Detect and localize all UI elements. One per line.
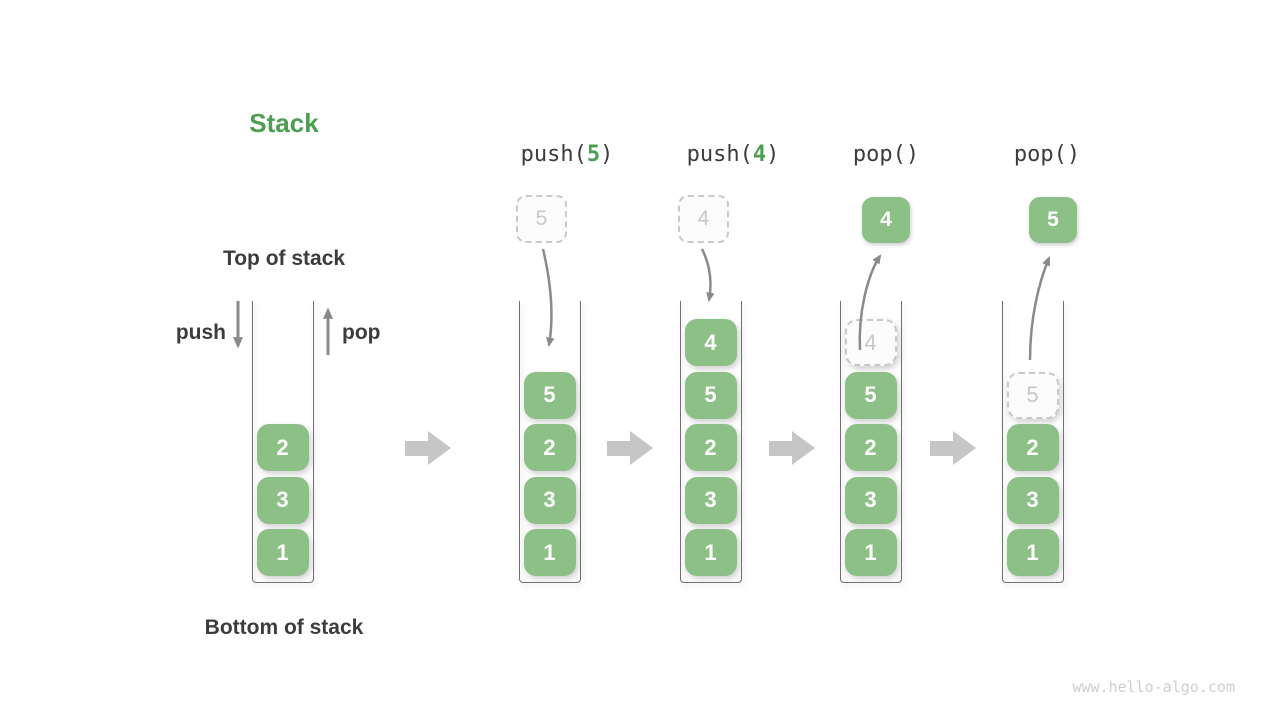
transition-right-arrow-icon <box>769 431 815 465</box>
stack-container-initial: 2 3 1 <box>252 301 314 583</box>
stack-element: 2 <box>523 424 576 471</box>
stack-element: 5 <box>523 371 576 419</box>
stack-element: 1 <box>1006 529 1059 576</box>
op-label-text: ) <box>766 142 780 167</box>
pop-label: pop <box>342 321 381 344</box>
op-label-text: pop() <box>1013 142 1081 167</box>
op-label-pop-1: pop() <box>786 142 986 167</box>
op-label-arg: 5 <box>586 142 601 167</box>
stack-element-ghost: 5 <box>1006 371 1059 419</box>
floating-element-pop-5: 5 <box>1029 197 1077 243</box>
stack-element: 2 <box>684 424 737 471</box>
stack-element: 4 <box>684 319 737 366</box>
stack-element: 2 <box>844 424 897 471</box>
floating-element-push-5: 5 <box>516 195 567 243</box>
op-label-pop-2: pop() <box>947 142 1147 167</box>
stack-element: 1 <box>844 529 897 576</box>
stack-element: 2 <box>1006 424 1059 471</box>
stack-element: 1 <box>256 529 309 576</box>
stack-element: 3 <box>844 476 897 524</box>
stack-element: 3 <box>256 476 309 524</box>
transition-right-arrow-icon <box>930 431 976 465</box>
stack-element: 2 <box>256 424 309 471</box>
op-label-text: push( <box>520 142 587 167</box>
top-of-stack-label: Top of stack <box>222 247 346 270</box>
op-label-text: ) <box>600 142 614 167</box>
op-label-push-5: push(5) <box>467 142 667 167</box>
stack-container-after-push4: 4 5 2 3 1 <box>680 301 742 583</box>
floating-element-push-4: 4 <box>678 195 729 243</box>
diagram-title: Stack <box>249 108 319 138</box>
push-label: push <box>175 321 226 344</box>
transition-right-arrow-icon <box>405 431 451 465</box>
op-label-text: push( <box>686 142 753 167</box>
stack-element: 5 <box>844 371 897 419</box>
stack-element: 1 <box>523 529 576 576</box>
op-label-push-4: push(4) <box>633 142 833 167</box>
stack-container-after-pop4: 4 5 2 3 1 <box>840 301 902 583</box>
stack-element: 1 <box>684 529 737 576</box>
floating-element-pop-4: 4 <box>862 197 910 243</box>
stack-container-after-push5: 5 2 3 1 <box>519 301 581 583</box>
stack-element: 3 <box>1006 476 1059 524</box>
watermark: www.hello-algo.com <box>1072 678 1235 696</box>
stack-container-after-pop5: 5 2 3 1 <box>1002 301 1064 583</box>
stack-element: 3 <box>523 476 576 524</box>
stack-element: 5 <box>684 371 737 419</box>
stack-element-ghost: 4 <box>844 319 897 366</box>
op-label-arg: 4 <box>752 142 767 167</box>
op-label-text: pop() <box>852 142 920 167</box>
stack-element: 3 <box>684 476 737 524</box>
push-4-motion-arrow <box>700 248 715 303</box>
transition-right-arrow-icon <box>607 431 653 465</box>
bottom-of-stack-label: Bottom of stack <box>204 616 364 639</box>
